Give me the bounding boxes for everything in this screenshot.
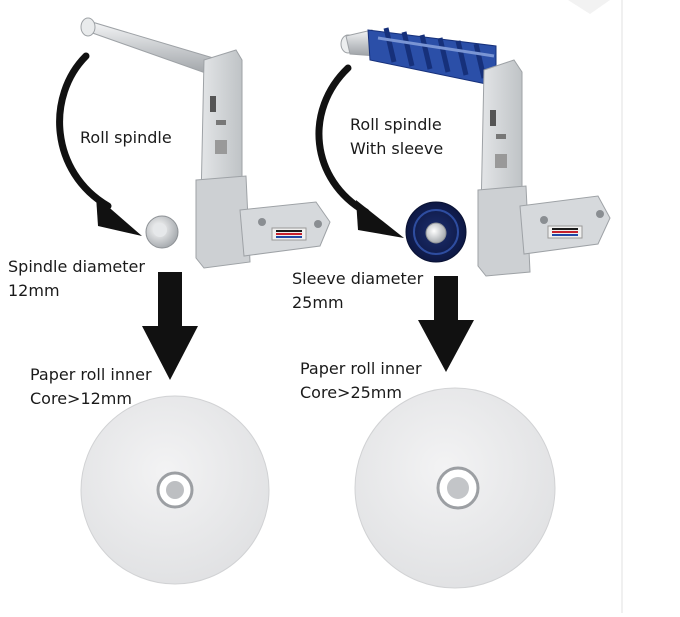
frame-corner (568, 0, 610, 14)
screw-hole (540, 216, 548, 224)
bracket-slot (495, 154, 507, 168)
left-curved-arrow (56, 52, 142, 236)
label-spindle-diameter: Spindle diameter (8, 257, 145, 276)
bracket-slot (215, 140, 227, 154)
spindle-rod (83, 21, 221, 77)
label-with-sleeve: With sleeve (350, 139, 444, 158)
screw-hole (258, 218, 266, 226)
label-roll-spindle-sleeve: Roll spindle (350, 115, 442, 134)
paper-roll-core-hole (166, 481, 184, 499)
paper-roll-core-hole (447, 477, 469, 499)
label-paper-roll-inner-right: Paper roll inner (300, 359, 422, 378)
bracket-slot (496, 134, 506, 139)
sleeve-end-cap-ring (413, 209, 459, 255)
label-spindle-diameter-value: 12mm (8, 281, 60, 300)
right-spindle-mechanism (340, 27, 611, 277)
right-paper-roll (354, 387, 556, 589)
blue-sleeve-highlight (377, 36, 495, 58)
spindle-bracket-lower (477, 185, 531, 277)
spindle-end-cap-center (153, 223, 167, 237)
label-sleeve-diameter-value: 25mm (292, 293, 344, 312)
right-curved-arrow (315, 64, 404, 238)
right-down-arrow (418, 276, 474, 372)
left-spindle-mechanism (80, 17, 331, 269)
left-paper-roll (80, 395, 270, 585)
label-paper-roll-inner-left: Paper roll inner (30, 365, 152, 384)
bracket-slot (216, 120, 226, 125)
bracket-slot (210, 96, 216, 112)
spindle-rod-end (80, 17, 96, 37)
screw-hole (314, 220, 322, 228)
spindle-end-cap-center (425, 222, 447, 244)
screw-hole (596, 210, 604, 218)
left-down-arrow (142, 272, 198, 380)
spindle-base-plate (519, 195, 611, 255)
label-sleeve-diameter: Sleeve diameter (292, 269, 424, 288)
bracket-slot (490, 110, 496, 126)
label-paper-roll-core-right: Core>25mm (300, 383, 402, 402)
blue-sleeve-ridges (383, 27, 487, 79)
spindle-bracket-lower (195, 175, 251, 269)
label-paper-roll-core-left: Core>12mm (30, 389, 132, 408)
label-roll-spindle: Roll spindle (80, 128, 172, 147)
